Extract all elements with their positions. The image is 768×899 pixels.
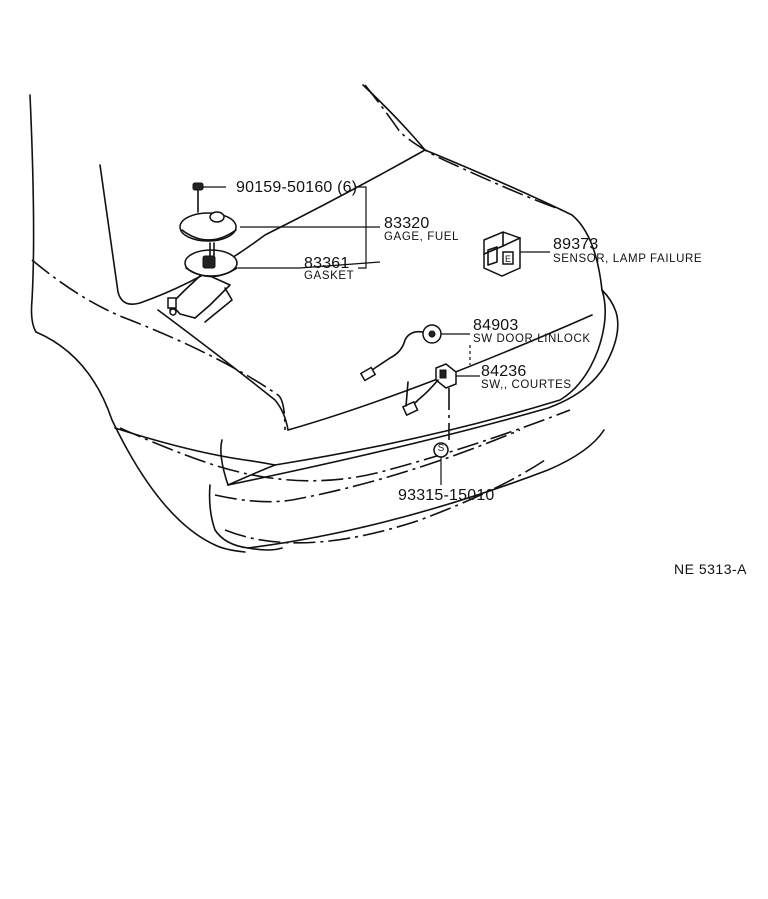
part-desc-gage: GAGE, FUEL — [384, 231, 460, 243]
part-number-gasket: 83361 — [304, 255, 350, 272]
courtesy-switch — [401, 345, 480, 440]
svg-text:E: E — [505, 254, 511, 264]
part-desc-courtesy-switch: SW,, COURTES — [481, 379, 572, 391]
car-body — [29, 84, 619, 553]
car-body-hidden-lines — [31, 84, 571, 544]
gage-bracket — [356, 186, 367, 269]
part-number-gage: 83320 — [384, 215, 430, 232]
door-unlock-switch — [359, 324, 470, 382]
screw-marker — [433, 442, 449, 485]
diagram-reference-code: NE 5313-A — [674, 561, 747, 577]
part-number-screw: 93315-15010 — [398, 487, 495, 504]
part-number-sensor: 89373 — [553, 236, 599, 253]
fuel-gage-assembly — [167, 182, 238, 323]
part-desc-sensor: SENSOR, LAMP FAILURE — [553, 253, 703, 265]
screw-marker-letter: S — [437, 443, 445, 454]
gasket-leader — [238, 261, 381, 269]
part-desc-door-switch: SW DOOR LINLOCK — [473, 333, 591, 345]
sensor-lamp-failure: E — [483, 231, 550, 277]
part-number-courtesy-switch: 84236 — [481, 363, 527, 380]
part-number-door-switch: 84903 — [473, 317, 519, 334]
part-number-bolt: 90159-50160 (6) — [236, 179, 358, 196]
part-desc-gasket: GASKET — [304, 270, 355, 282]
